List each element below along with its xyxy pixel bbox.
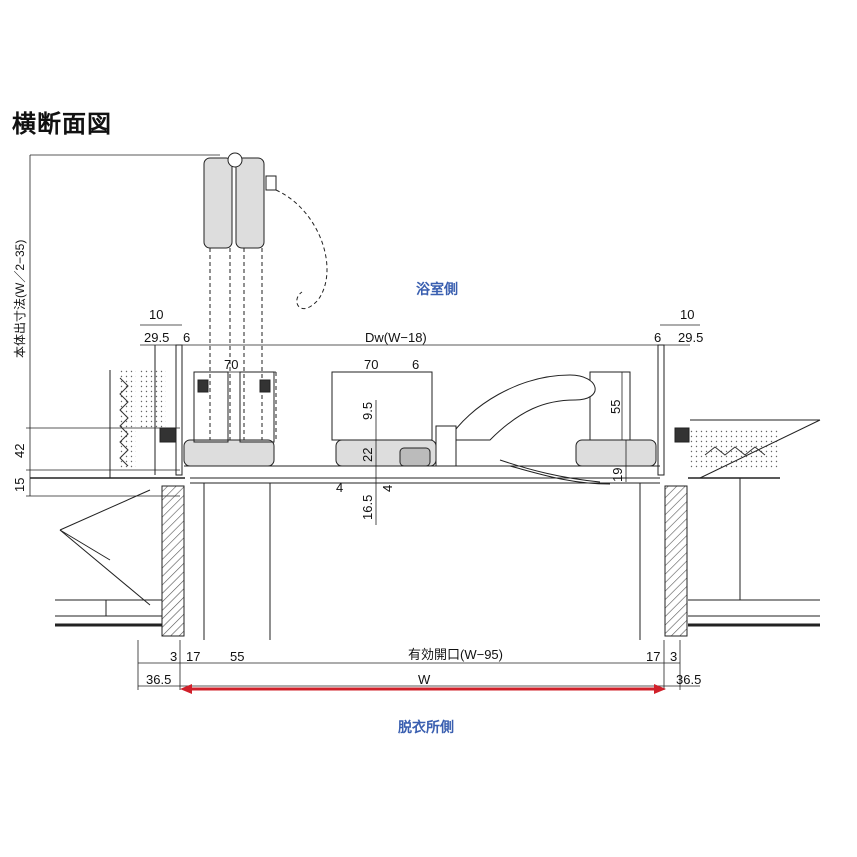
dim-bottom-36-5-right: 36.5 xyxy=(676,672,701,687)
dim-bottom-17-right: 17 xyxy=(646,649,660,664)
dim-right-19: 19 xyxy=(610,468,625,482)
dim-mid-4a: 4 xyxy=(336,480,343,495)
dim-left-6: 6 xyxy=(183,330,190,345)
page-title: 横断面図 xyxy=(12,110,112,138)
folded-door-panels xyxy=(193,152,631,443)
bathroom-side-label: 浴室側 xyxy=(416,282,458,298)
w-arrow xyxy=(180,684,666,694)
dim-left-10: 10 xyxy=(149,307,163,322)
dim-mid-22: 22 xyxy=(360,448,375,462)
dim-opening: 有効開口(W−95) xyxy=(408,647,503,662)
right-wall xyxy=(664,419,821,637)
dim-bottom-3-right: 3 xyxy=(670,649,677,664)
dim-right-10: 10 xyxy=(680,307,694,322)
dim-vertical-main: 本体出寸法(W／2−35) xyxy=(13,240,27,358)
dim-right-29-5: 29.5 xyxy=(678,330,703,345)
dim-mid-70: 70 xyxy=(364,357,378,372)
dim-w: W xyxy=(418,672,431,687)
left-wall xyxy=(30,345,185,637)
dressing-room-side-label: 脱衣所側 xyxy=(398,720,454,736)
dim-bottom-3-left: 3 xyxy=(170,649,177,664)
dim-left-42: 42 xyxy=(12,444,27,458)
dim-bottom-36-5-left: 36.5 xyxy=(146,672,171,687)
dim-right-55: 55 xyxy=(608,400,623,414)
dim-left-15: 15 xyxy=(12,478,27,492)
dimension-lines xyxy=(26,154,700,690)
dim-mid-4b: 4 xyxy=(380,485,395,492)
dim-dw: Dw(W−18) xyxy=(365,330,427,345)
dim-mid-6: 6 xyxy=(412,357,419,372)
dim-bottom-17-left: 17 xyxy=(186,649,200,664)
dim-left-29-5: 29.5 xyxy=(144,330,169,345)
dim-bottom-55: 55 xyxy=(230,649,244,664)
dim-left-70: 70 xyxy=(224,357,238,372)
dim-mid-9-5: 9.5 xyxy=(360,402,375,420)
door-handle xyxy=(435,374,611,485)
dim-mid-16-5: 16.5 xyxy=(360,495,375,520)
dim-right-6: 6 xyxy=(654,330,661,345)
